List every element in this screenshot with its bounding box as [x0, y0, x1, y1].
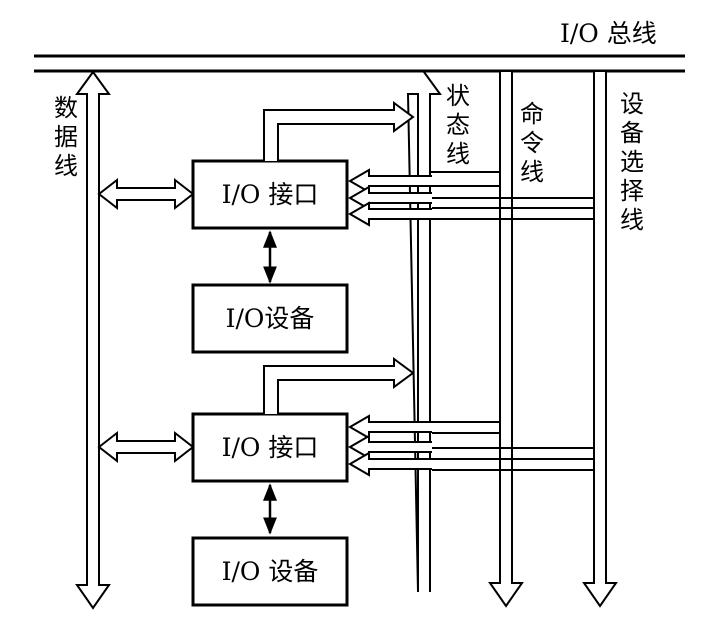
io-interface-1-box	[191, 159, 349, 230]
svg-text:选: 选	[620, 148, 644, 176]
data-line-bus	[75, 70, 111, 610]
svg-text:令: 令	[520, 129, 544, 157]
status-line-label: 状 态 线	[446, 82, 470, 168]
io-device-2-box	[191, 536, 349, 607]
status-line-bus	[406, 71, 442, 593]
svg-text:备: 备	[620, 119, 644, 147]
data-interface-2-arrow	[97, 430, 195, 464]
command-line-bus	[488, 72, 524, 608]
status-out-2-arrow	[263, 357, 415, 414]
svg-text:据: 据	[54, 123, 78, 151]
status-out-1-arrow	[263, 101, 415, 161]
io-device-1-box	[191, 283, 349, 354]
svg-text:态: 态	[446, 111, 470, 139]
io-device-2-label: I/O 设备	[222, 557, 319, 586]
svg-text:线: 线	[446, 140, 470, 168]
svg-text:线: 线	[520, 158, 544, 186]
svg-text:线: 线	[54, 152, 78, 180]
io-bus	[34, 54, 685, 73]
io-device-1-label: I/O设备	[226, 304, 315, 333]
interface-1-input-arrows	[348, 168, 432, 227]
io-interface-1-label: I/O 接口	[222, 180, 319, 209]
svg-text:设: 设	[620, 90, 644, 118]
bus-title: I/O 总线	[560, 19, 657, 48]
signal-wires	[430, 171, 594, 471]
interface-2-input-arrows	[348, 414, 432, 477]
data-line-label: 数 据 线	[54, 94, 78, 180]
command-line-label: 命 令 线	[520, 100, 544, 186]
svg-text:状: 状	[446, 82, 470, 110]
select-line-bus	[582, 72, 618, 608]
select-line-label: 设 备 选 择 线	[620, 90, 644, 234]
svg-text:数: 数	[54, 94, 78, 122]
data-interface-1-arrow	[97, 177, 195, 211]
io-interface-2-label: I/O 接口	[222, 433, 319, 462]
svg-text:线: 线	[620, 206, 644, 234]
svg-text:择: 择	[620, 177, 644, 205]
svg-text:命: 命	[520, 100, 544, 128]
